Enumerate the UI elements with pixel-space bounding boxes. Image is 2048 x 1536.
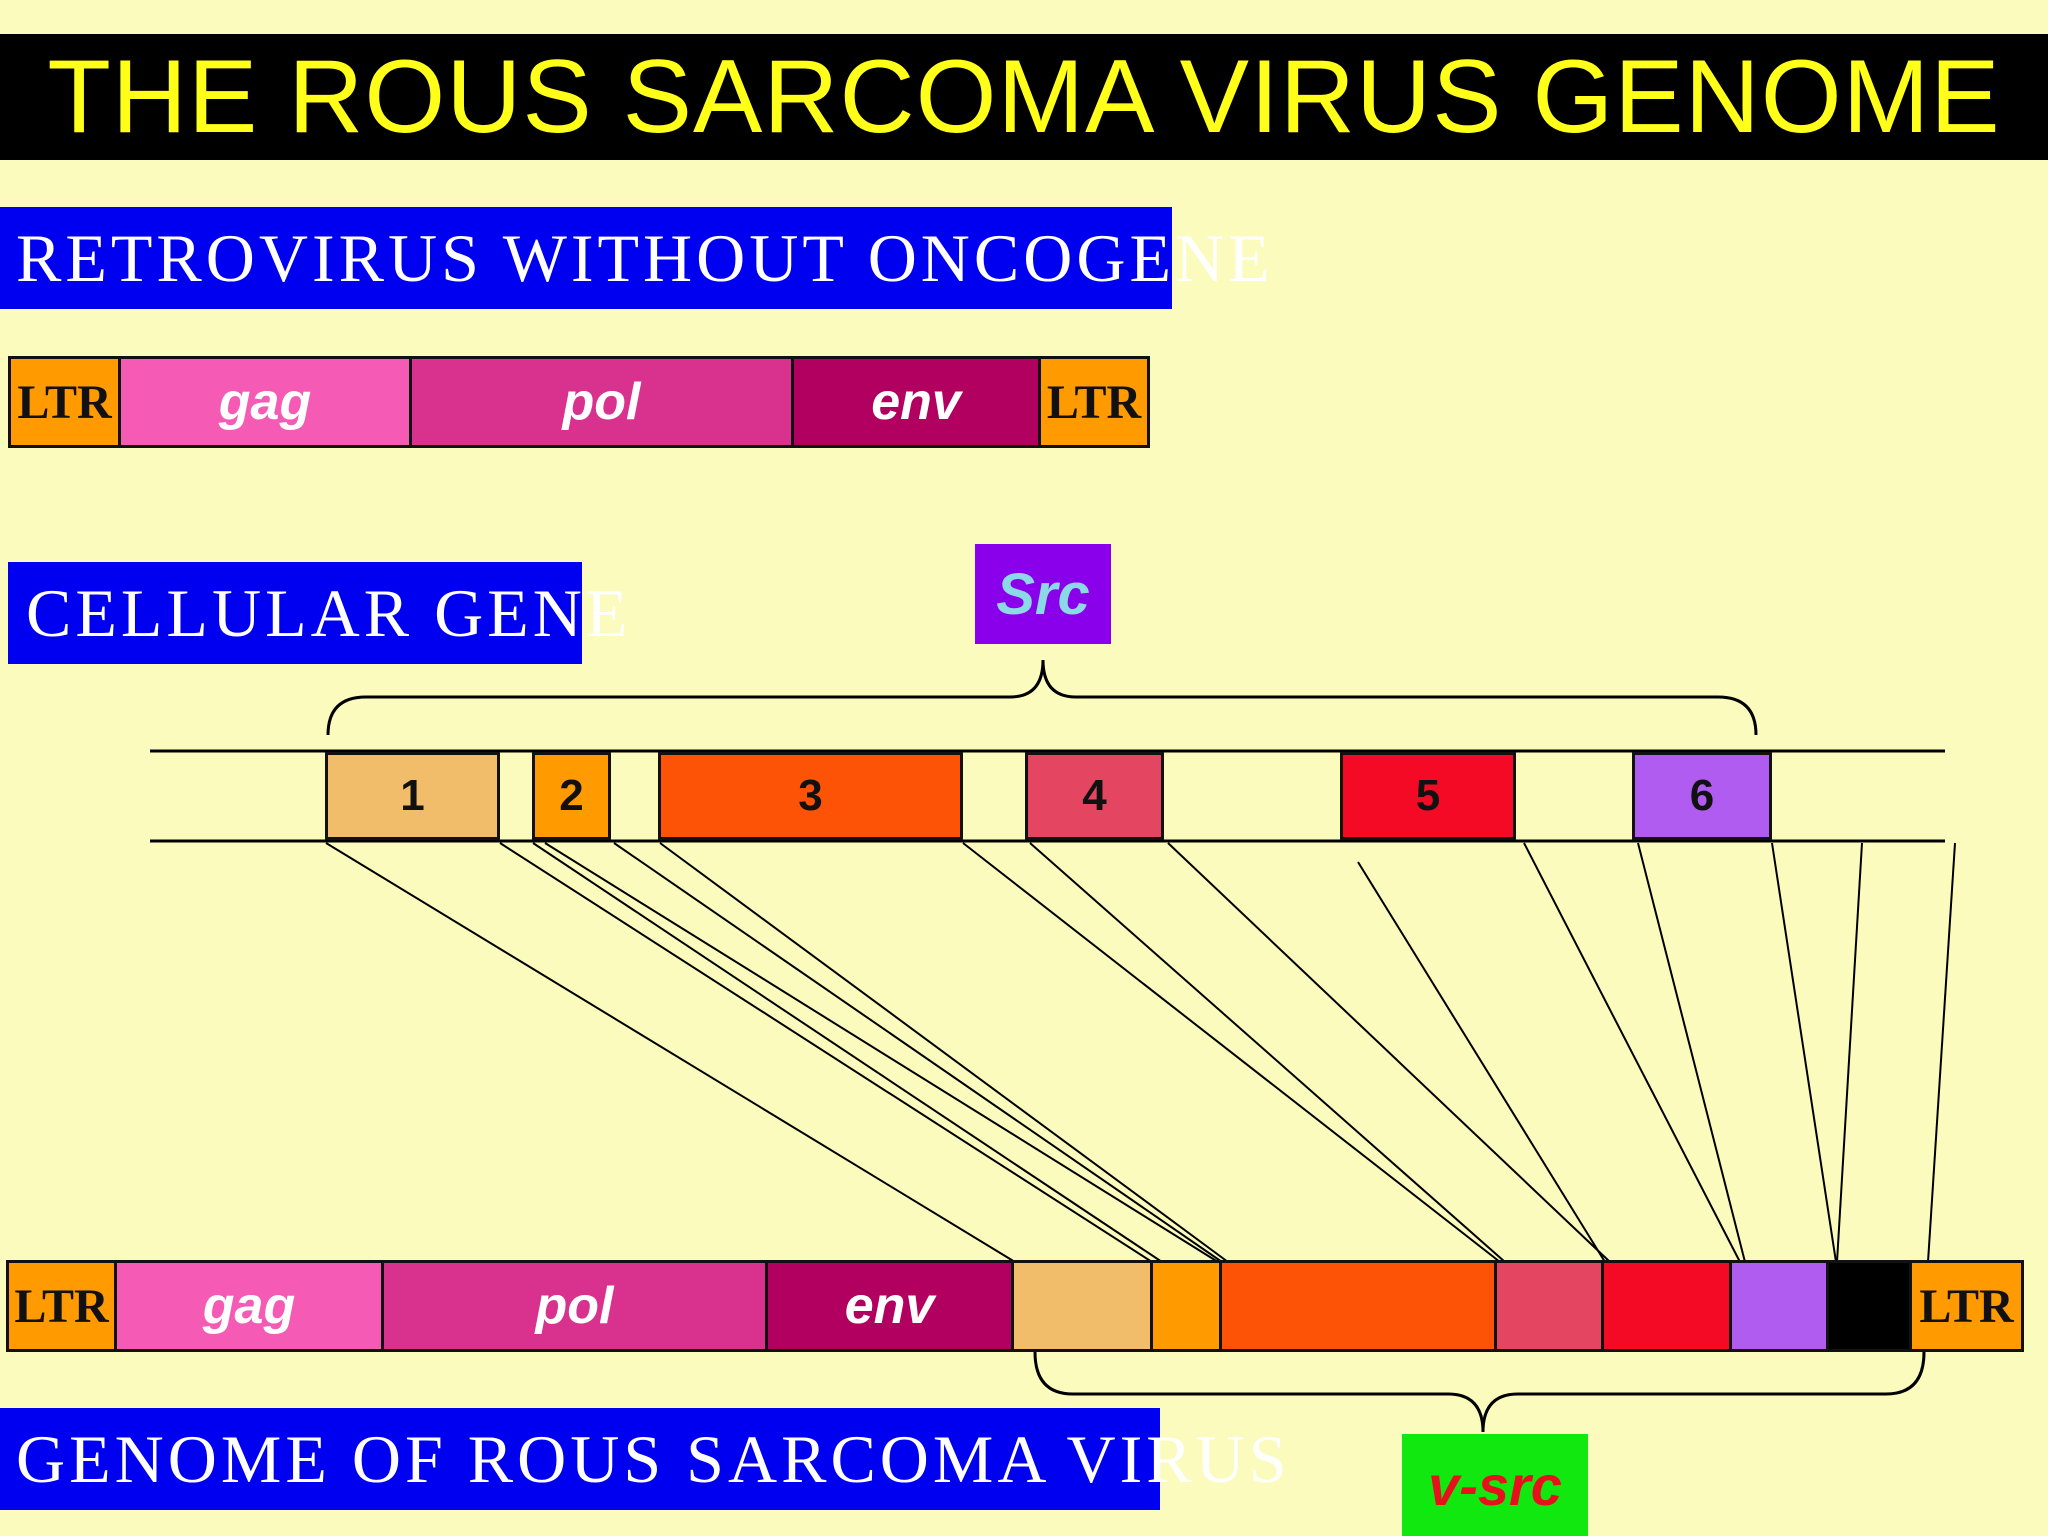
- rsv-env: env: [765, 1260, 1014, 1352]
- exon-3: 3: [658, 752, 963, 840]
- vsrc-tag-text: v-src: [1428, 1453, 1562, 1517]
- retrovirus-env: env: [791, 356, 1041, 448]
- rsv-ltr-right: LTR: [1909, 1260, 2024, 1352]
- src-brace: [326, 659, 1758, 736]
- rsv-genome-bar: LTR gag pol env LTR: [6, 1260, 2024, 1352]
- retrovirus-pol: pol: [409, 356, 794, 448]
- page-title: THE ROUS SARCOMA VIRUS GENOME: [47, 38, 2001, 155]
- retrovirus-gag: gag: [118, 356, 412, 448]
- rsv-ltr-left: LTR: [6, 1260, 117, 1352]
- exon-2: 2: [532, 752, 611, 840]
- vsrc-brace: [1033, 1351, 1926, 1433]
- retrovirus-label-text: RETROVIRUS WITHOUT ONCOGENE: [16, 219, 1274, 296]
- exon-1: 1: [325, 752, 500, 840]
- mapping-lines: [325, 842, 1956, 1263]
- rsv-vsrc-exon-4: [1494, 1260, 1604, 1352]
- title-bar: THE ROUS SARCOMA VIRUS GENOME: [0, 34, 2048, 160]
- exon-4: 4: [1025, 752, 1164, 840]
- retrovirus-ltr-left: LTR: [8, 356, 121, 448]
- src-tag: Src: [975, 544, 1111, 644]
- rsv-gag: gag: [114, 1260, 384, 1352]
- rsv-vsrc-exon-2: [1150, 1260, 1222, 1352]
- rsv-vsrc-exon-1: [1011, 1260, 1153, 1352]
- cellular-gene-label-text: CELLULAR GENE: [26, 574, 632, 651]
- retrovirus-genome-bar: LTR gag pol env LTR: [8, 356, 1150, 448]
- retrovirus-ltr-right: LTR: [1038, 356, 1150, 448]
- vsrc-tag: v-src: [1402, 1434, 1588, 1536]
- rsv-pol: pol: [381, 1260, 768, 1352]
- rsv-vsrc-exon-3: [1219, 1260, 1497, 1352]
- rsv-vsrc-exon-6: [1729, 1260, 1829, 1352]
- rsv-genome-label: GENOME OF ROUS SARCOMA VIRUS: [0, 1408, 1287, 1510]
- rsv-vsrc-tail: [1826, 1260, 1912, 1352]
- exon-6: 6: [1632, 752, 1772, 840]
- cellular-gene-label: CELLULAR GENE: [8, 562, 627, 664]
- retrovirus-label: RETROVIRUS WITHOUT ONCOGENE: [0, 207, 1270, 309]
- exon-5: 5: [1340, 752, 1516, 840]
- src-tag-text: Src: [996, 561, 1090, 627]
- rsv-vsrc-exon-5: [1601, 1260, 1732, 1352]
- rsv-genome-label-text: GENOME OF ROUS SARCOMA VIRUS: [16, 1420, 1291, 1497]
